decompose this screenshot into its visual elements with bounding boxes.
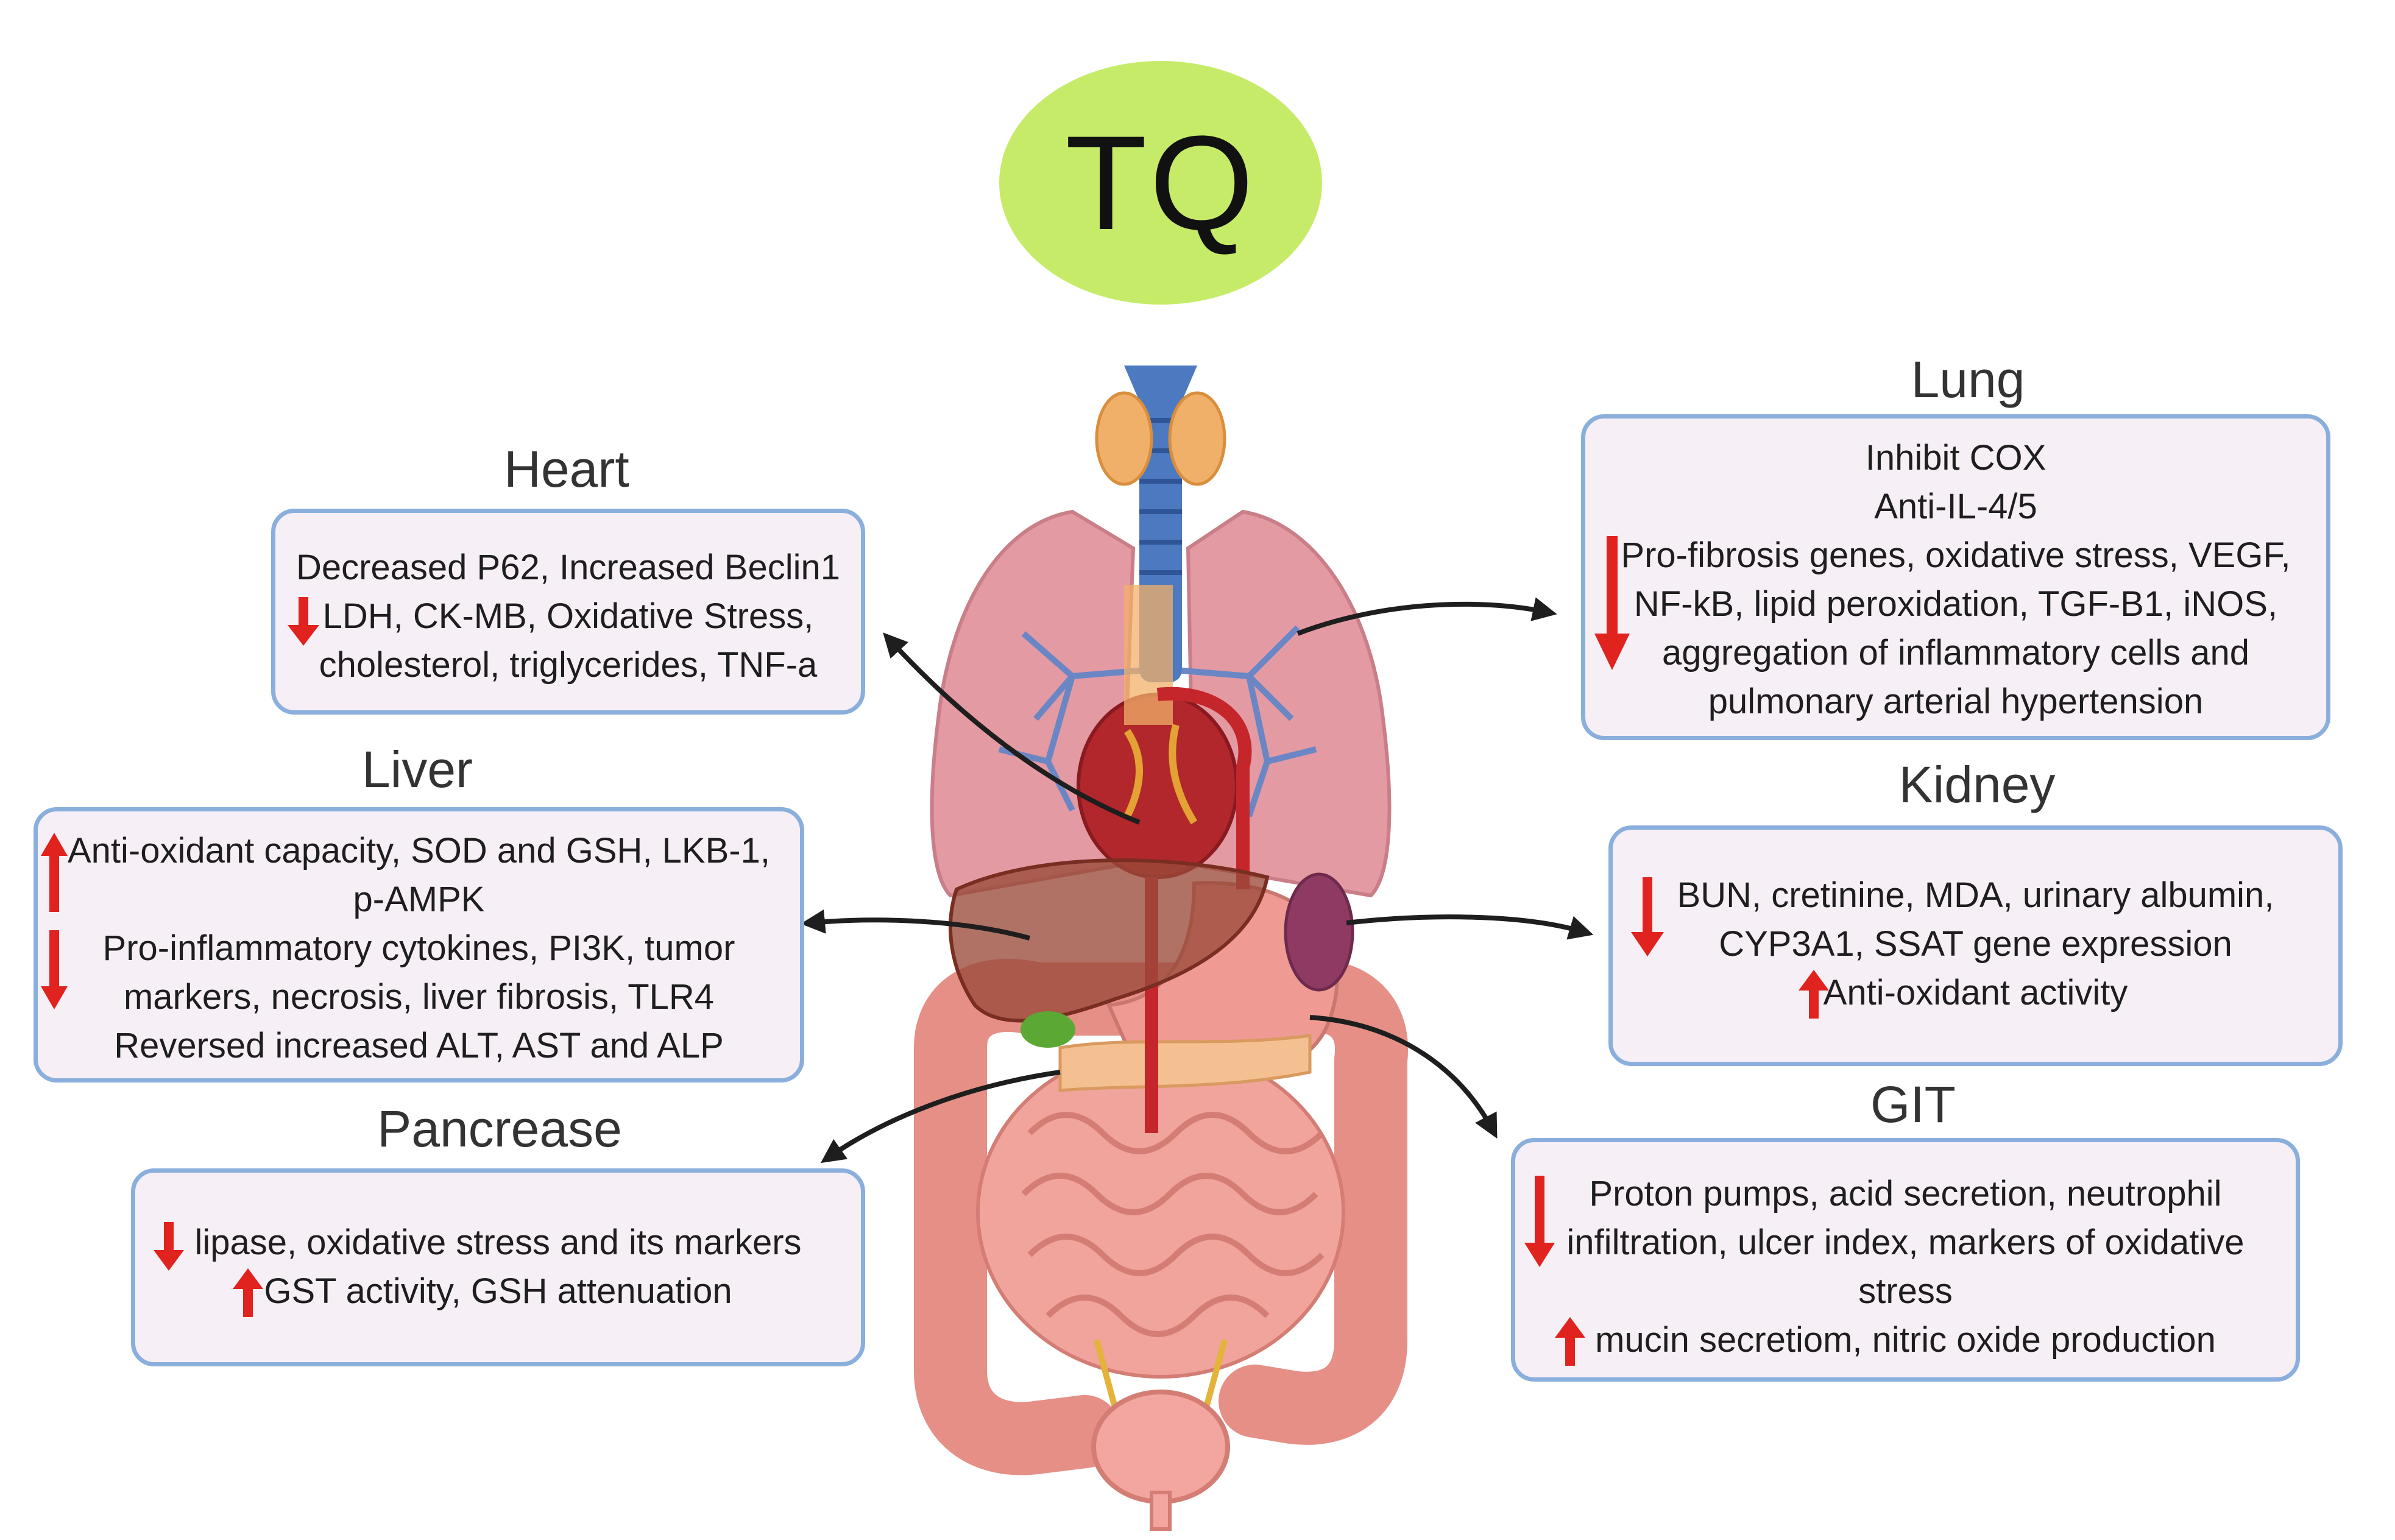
tq-title: TQ — [1065, 107, 1256, 258]
pancreas-line-2: GST activity, GSH attenuation — [264, 1271, 732, 1311]
liver-shape — [949, 858, 1270, 1048]
kidney-line-2: CYP3A1, SSAT gene expression — [1719, 924, 2232, 964]
heart-heading: Heart — [504, 440, 629, 498]
pancreas-line-1: lipase, oxidative stress and its markers — [194, 1223, 802, 1262]
liver-line-3: Pro-inflammatory cytokines, PI3K, tumor — [102, 928, 735, 968]
down-arrow-icon — [1631, 877, 1664, 956]
tq-title-ellipse: TQ — [999, 61, 1322, 305]
arrow-to-git — [1309, 1015, 1498, 1139]
stomach-shape — [1058, 881, 1339, 1092]
git-line-1: Proton pumps, acid secretion, neutrophil — [1589, 1174, 2222, 1213]
lung-line-1: Inhibit COX — [1865, 438, 2047, 478]
pancreas-row-2: GST activity, GSH attenuation — [154, 1267, 843, 1317]
small-intestine-shape — [976, 1046, 1345, 1379]
kidney-row-1: BUN, cretinine, MDA, urinary albumin, — [1631, 871, 2320, 956]
kidney-heading: Kidney — [1898, 756, 2056, 813]
heart-line-3: cholesterol, triglycerides, TNF-a — [319, 645, 818, 685]
lung-line-4: NF-kB, lipid peroxidation, TGF-B1, iNOS, — [1633, 584, 2278, 624]
connector-arrows — [801, 597, 1594, 1164]
up-arrow-icon — [1555, 1317, 1585, 1366]
lung-line-6: pulmonary arterial hypertension — [1708, 682, 2204, 721]
pancreas-heading: Pancrease — [377, 1100, 622, 1157]
heart-box: Decreased P62, Increased Beclin1 LDH, CK… — [271, 509, 865, 715]
liver-row-3: Pro-inflammatory cytokines, PI3K, tumor — [41, 924, 782, 1009]
arrow-to-lung — [1297, 597, 1557, 636]
up-arrow-icon — [1799, 970, 1829, 1019]
down-arrow-icon — [288, 597, 319, 646]
down-arrow-icon — [154, 1222, 184, 1271]
heart-line-1: Decreased P62, Increased Beclin1 — [295, 548, 841, 587]
arrow-to-kidney — [1346, 914, 1594, 940]
liver-line-5: Reversed increased ALT, AST and ALP — [114, 1026, 724, 1065]
git-line-2: infiltration, ulcer index, markers of ox… — [1566, 1223, 2245, 1262]
down-arrow-icon — [41, 930, 68, 1009]
git-heading: GIT — [1870, 1076, 1956, 1133]
liver-heading: Liver — [361, 741, 473, 798]
liver-box: Anti-oxidant capacity, SOD and GSH, LKB-… — [34, 807, 804, 1083]
lung-row-3: Pro-fibrosis genes, oxidative stress, VE… — [1594, 531, 2308, 670]
liver-row-1: Anti-oxidant capacity, SOD and GSH, LKB-… — [41, 827, 782, 912]
up-arrow-icon — [233, 1268, 263, 1317]
arrow-to-heart — [883, 632, 1141, 825]
git-row-4: mucin secretiom, nitric oxide production — [1534, 1316, 2277, 1366]
lung-line-5: aggregation of inflammatory cells and — [1662, 633, 2249, 673]
git-line-3: stress — [1858, 1271, 1953, 1311]
pancreas-box: lipase, oxidative stress and its markers… — [131, 1168, 865, 1366]
git-row-1: Proton pumps, acid secretion, neutrophil — [1524, 1170, 2277, 1267]
heart-line-2: LDH, CK-MB, Oxidative Stress, — [322, 596, 814, 636]
heart-row-2: LDH, CK-MB, Oxidative Stress, — [288, 592, 843, 646]
lung-line-2: Anti-IL-4/5 — [1874, 487, 2037, 526]
down-arrow-icon — [1524, 1176, 1555, 1267]
arrow-to-pancreas — [820, 1070, 1061, 1164]
liver-line-2: p-AMPK — [353, 880, 485, 919]
liver-line-1: Anti-oxidant capacity, SOD and GSH, LKB-… — [67, 831, 770, 871]
git-line-4: mucin secretiom, nitric oxide production — [1595, 1320, 2216, 1360]
git-box: Proton pumps, acid secretion, neutrophil… — [1511, 1138, 2300, 1382]
kidney-line-1: BUN, cretinine, MDA, urinary albumin, — [1677, 875, 2274, 915]
lung-heading: Lung — [1911, 351, 2025, 408]
arrow-to-liver — [801, 909, 1031, 941]
lung-line-3: Pro-fibrosis genes, oxidative stress, VE… — [1621, 535, 2291, 575]
kidney-line-3: Anti-oxidant activity — [1823, 973, 2128, 1012]
pancreas-row-1: lipase, oxidative stress and its markers — [154, 1218, 843, 1271]
kidney-row-3: Anti-oxidant activity — [1631, 969, 2320, 1019]
up-arrow-icon — [41, 833, 68, 912]
lung-box: Inhibit COX Anti-IL-4/5 Pro-fibrosis gen… — [1581, 414, 2330, 740]
kidney-shape — [1284, 872, 1354, 992]
down-arrow-icon — [1594, 536, 1630, 670]
kidney-box: BUN, cretinine, MDA, urinary albumin, CY… — [1608, 825, 2343, 1066]
liver-line-4: markers, necrosis, liver fibrosis, TLR4 — [123, 977, 715, 1017]
bladder-shape — [1091, 1339, 1230, 1531]
